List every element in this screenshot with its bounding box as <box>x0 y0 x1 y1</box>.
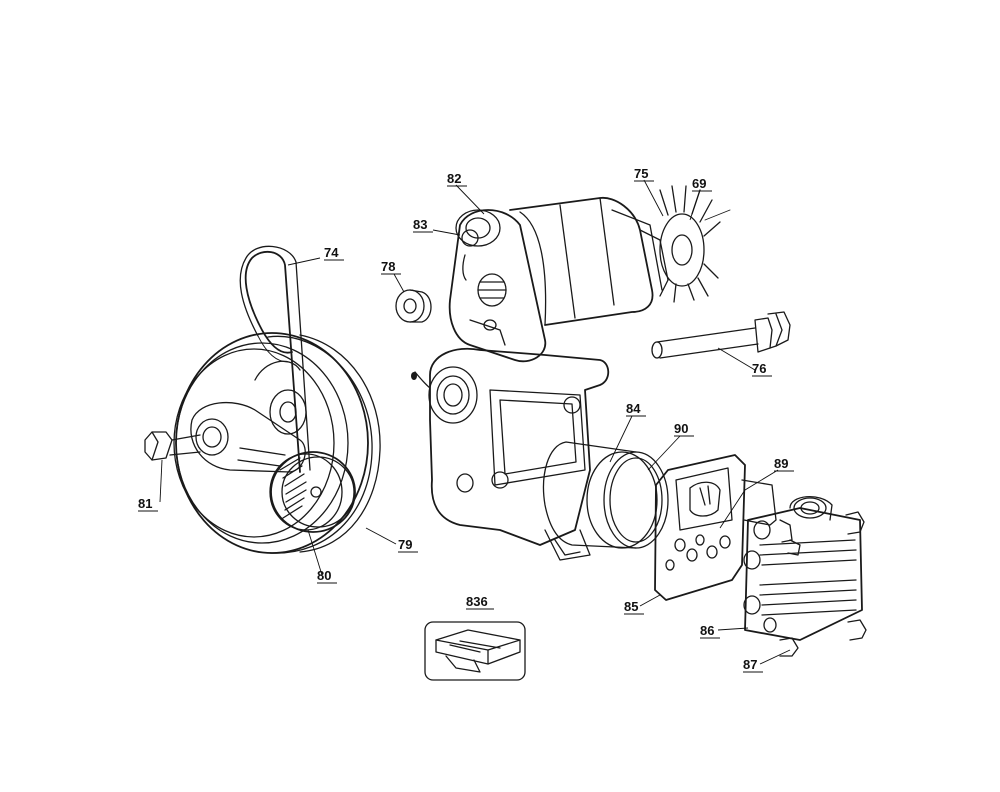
callout-83: 83 <box>413 217 427 232</box>
parts-kit-box <box>424 621 526 681</box>
long-bolt <box>651 311 791 359</box>
callout-76: 76 <box>752 361 766 376</box>
callout-86: 86 <box>700 623 714 638</box>
callout-labels: 82 83 75 69 74 78 76 84 90 89 81 79 80 8… <box>138 166 794 673</box>
callout-69: 69 <box>692 176 706 191</box>
leader-lines <box>159 179 791 665</box>
connecting-rod <box>190 401 306 473</box>
cylinder-sleeve <box>542 441 669 549</box>
callout-81: 81 <box>138 496 152 511</box>
callout-78: 78 <box>381 259 395 274</box>
head-gasket <box>741 479 777 526</box>
motor-pulley <box>269 451 356 533</box>
drive-belt <box>239 245 311 473</box>
o-ring <box>586 451 658 549</box>
washer <box>395 289 432 323</box>
callout-87: 87 <box>743 657 757 672</box>
callout-89: 89 <box>774 456 788 471</box>
callout-75: 75 <box>634 166 648 181</box>
callout-79: 79 <box>398 537 412 552</box>
motor-end-bell <box>448 209 547 363</box>
callout-84: 84 <box>626 401 641 416</box>
cylinder-head <box>743 496 867 657</box>
callout-80: 80 <box>317 568 331 583</box>
motor-stator <box>509 197 663 326</box>
callout-90: 90 <box>674 421 688 436</box>
callout-82: 82 <box>447 171 461 186</box>
callout-74: 74 <box>324 245 339 260</box>
crankcase <box>411 347 610 561</box>
callout-836: 836 <box>466 594 488 609</box>
valve-plate <box>654 454 746 601</box>
crank-bolt <box>144 431 201 461</box>
callout-85: 85 <box>624 599 638 614</box>
